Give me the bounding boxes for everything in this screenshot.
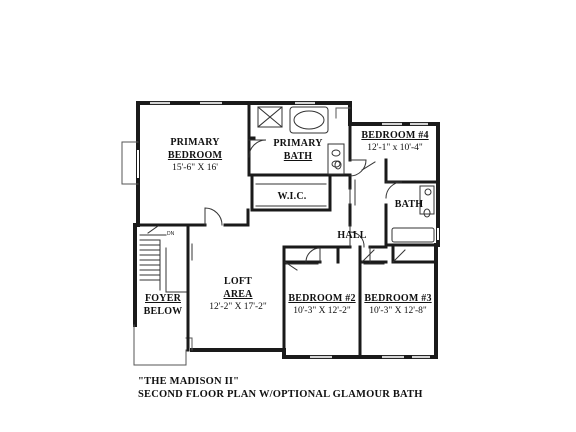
primary-bedroom-dims: 15'-6" X 16' — [172, 163, 218, 173]
primary-bedroom-name-line2: BEDROOM — [167, 150, 223, 161]
primary-bedroom-name-line1: PRIMARY — [170, 137, 220, 148]
room-label-bedroom-4: BEDROOM #4 12'-1" x 10'-4" — [354, 129, 436, 155]
bedroom-3-dims: 10'-3" X 12'-8" — [369, 306, 427, 316]
windows — [137, 102, 439, 358]
door-swings — [204, 139, 406, 271]
foyer-name-line2: BELOW — [143, 306, 183, 317]
loft-name-line2: AREA — [223, 289, 253, 300]
plan-subtitle: SECOND FLOOR PLAN W/OPTIONAL GLAMOUR BAT… — [138, 389, 423, 400]
bedroom-2-dims: 10'-3" X 12'-2" — [293, 306, 351, 316]
bay-projections — [121, 107, 351, 366]
room-label-bedroom-2: BEDROOM #2 10'-3" X 12'-2" — [285, 292, 359, 318]
window-sash-lines — [150, 101, 430, 359]
hall-name: HALL — [337, 230, 367, 241]
room-label-bath: BATH — [392, 198, 426, 211]
primary-bath-name-line2: BATH — [283, 151, 313, 162]
stair-down-label: DN — [167, 231, 175, 237]
plan-title: "THE MADISON II" — [138, 376, 240, 387]
bedroom-3-name: BEDROOM #3 — [364, 293, 432, 304]
room-label-primary-bedroom: PRIMARY BEDROOM 15'-6" X 16' — [152, 136, 238, 175]
wic-name: W.I.C. — [277, 191, 307, 202]
room-label-wic: W.I.C. — [266, 190, 318, 203]
fixtures — [165, 106, 435, 293]
bedroom-4-dims: 12'-1" x 10'-4" — [367, 143, 423, 153]
room-label-bedroom-3: BEDROOM #3 10'-3" X 12'-8" — [361, 292, 435, 318]
bath-name: BATH — [394, 199, 424, 210]
bedroom-2-name: BEDROOM #2 — [288, 293, 356, 304]
foyer-name-line1: FOYER — [145, 293, 181, 304]
loft-name-line1: LOFT — [223, 276, 253, 287]
loft-dims: 12'-2" X 17'-2" — [209, 302, 267, 312]
bedroom-4-name: BEDROOM #4 — [361, 130, 429, 141]
room-label-loft: LOFT AREA 12'-2" X 17'-2" — [196, 275, 280, 314]
room-label-hall: HALL — [332, 229, 372, 242]
primary-bath-name-line1: PRIMARY — [273, 138, 323, 149]
room-label-primary-bath: PRIMARY BATH — [268, 137, 328, 163]
stairs — [139, 225, 167, 291]
room-label-foyer: FOYER BELOW — [139, 292, 187, 318]
